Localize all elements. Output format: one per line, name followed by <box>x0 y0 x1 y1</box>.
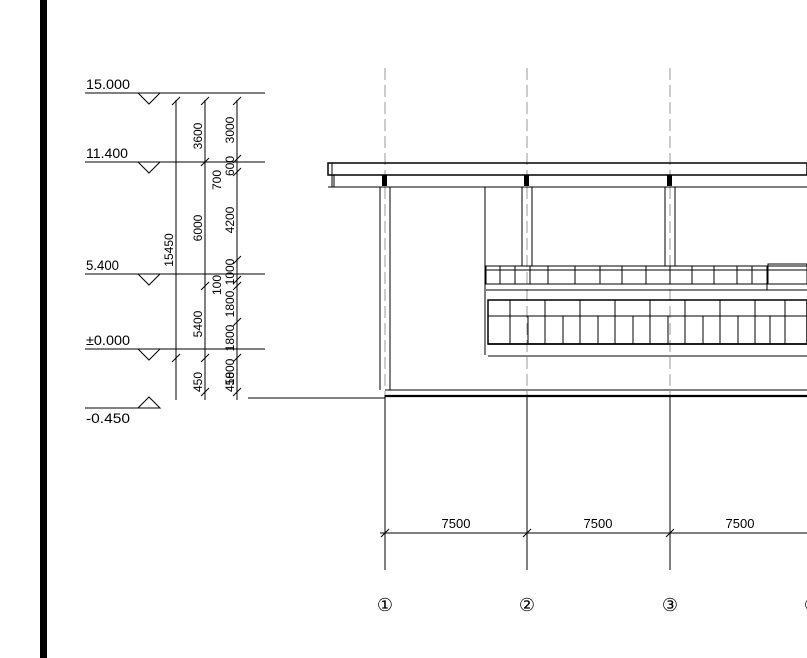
axis-label-4: ④ <box>804 595 807 615</box>
dim-inner-100: 100 <box>210 275 224 295</box>
horizontal-dimensions: 7500 7500 7500 <box>380 395 807 570</box>
dim-outer-15450: 15450 <box>162 233 176 267</box>
axis-grid-lines <box>384 68 671 395</box>
dim-inner-1800c: 1800 <box>223 358 237 385</box>
dim-inner-4200: 4200 <box>223 206 237 233</box>
axis-bubbles: ① ② ③ ④ <box>377 595 807 615</box>
level-label: 5.400 <box>86 257 119 273</box>
dim-bay-3: 7500 <box>726 516 755 531</box>
dim-middle-6000: 6000 <box>191 214 205 241</box>
level-markers: 15.000 11.400 5.400 ±0.000 -0.450 <box>85 76 265 426</box>
dim-bay-1: 7500 <box>442 516 471 531</box>
ground-lines <box>248 389 807 399</box>
frame-border-left <box>40 0 47 658</box>
level-label: 15.000 <box>86 76 130 92</box>
dim-bay-2: 7500 <box>584 516 613 531</box>
level-label: -0.450 <box>86 410 130 426</box>
dim-inner-1000: 1000 <box>223 258 237 285</box>
axis-label-1: ① <box>377 595 393 615</box>
dim-middle-3600: 3600 <box>191 122 205 149</box>
axis-label-2: ② <box>519 595 535 615</box>
dim-middle-450: 450 <box>191 372 205 392</box>
dim-inner-450: 450 <box>223 372 237 392</box>
vertical-dimension-chains <box>171 96 242 400</box>
dim-inner-1800b: 1800 <box>223 324 237 351</box>
dim-inner-700: 700 <box>210 170 224 190</box>
dim-middle-5400: 5400 <box>191 310 205 337</box>
dim-inner-600: 600 <box>223 156 237 176</box>
dim-inner-3000: 3000 <box>223 116 237 143</box>
level-label: ±0.000 <box>86 332 130 348</box>
axis-label-3: ③ <box>662 595 678 615</box>
level-label: 11.400 <box>86 145 128 161</box>
dim-inner-1800a: 1800 <box>223 290 237 317</box>
building-elevation <box>327 162 807 390</box>
vertical-dimension-texts: 15450 3600 6000 5400 450 3000 600 700 42… <box>162 116 237 392</box>
